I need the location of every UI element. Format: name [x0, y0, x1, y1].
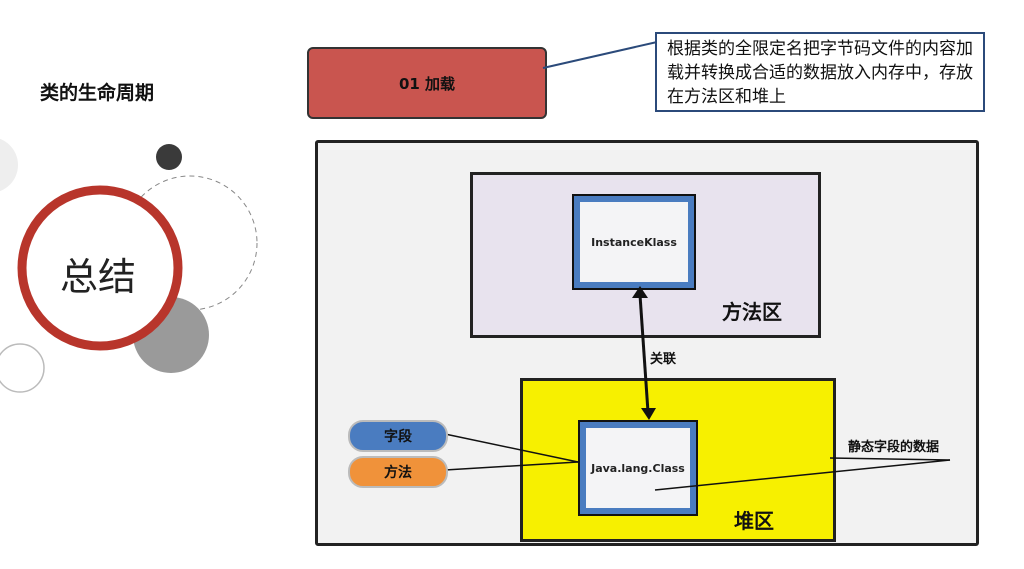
summary-label: 总结: [60, 255, 137, 299]
class-object-doc: Java.lang.Class: [578, 420, 698, 516]
method-area-label: 方法区: [722, 300, 782, 324]
slide-title: 类的生命周期: [40, 82, 155, 104]
field-pill: 字段: [348, 420, 448, 452]
static-data-label: 静态字段的数据: [848, 440, 940, 455]
decorative-circles: [0, 138, 258, 393]
relation-label: 关联: [650, 352, 677, 367]
step-box: 01 加载: [307, 47, 547, 119]
class-object-label: Java.lang.Class: [591, 461, 685, 475]
instance-klass-label: InstanceKlass: [591, 235, 677, 249]
heap-area-label: 堆区: [734, 509, 774, 533]
method-pill: 方法: [348, 456, 448, 488]
instance-klass-doc: InstanceKlass: [572, 194, 696, 290]
callout-text: 根据类的全限定名把字节码文件的内容加载并转换成合适的数据放入内存中，存放在方法区…: [655, 32, 985, 112]
